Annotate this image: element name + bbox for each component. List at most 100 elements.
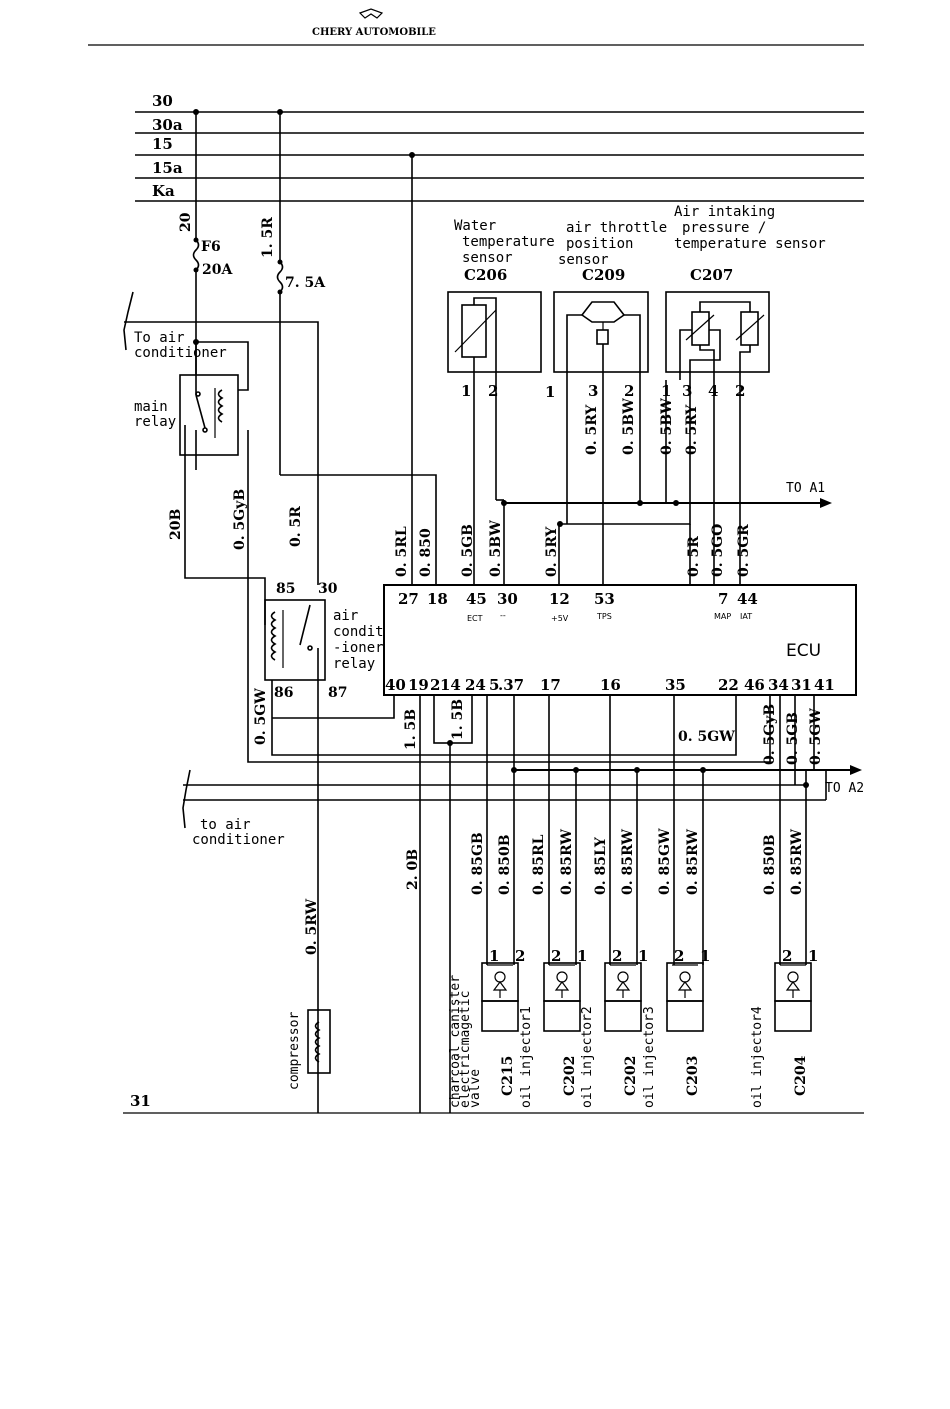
ecu-pin: 17 <box>540 676 561 694</box>
ecu-pin: 34 <box>768 676 789 694</box>
actuator-code: C203 <box>685 1056 701 1096</box>
main-relay: main relay 20B 0. 5GyB 0. 5R <box>134 341 304 625</box>
ecu-pin: 7 <box>718 590 728 608</box>
sensor-name: pressure / <box>682 220 766 236</box>
ac-relay-label: air <box>333 608 358 624</box>
wire-label: 0. 5BW <box>659 398 675 455</box>
ecu-bottom-harness: 1. 5B 1. 5B TO A2 0. 5GW 0. 5GyB 0. 5GB … <box>272 694 864 1113</box>
sensor-name: position <box>566 236 633 252</box>
to-ac-label: to air <box>200 817 251 833</box>
ecu-pin: 27 <box>398 590 419 608</box>
actuator-code: C202 <box>623 1056 639 1096</box>
wire-label: 0. 85RW <box>789 829 805 895</box>
wire-label: 0. 5GW <box>678 729 735 745</box>
power-rails: 30 30a 15 15a Ka <box>135 92 864 202</box>
ecu-pin: 2 <box>430 676 440 694</box>
sensor-c206: Water temperature sensor C206 1 2 <box>447 218 555 400</box>
fuse-label: F6 <box>201 239 221 255</box>
actuator-code: C202 <box>562 1056 578 1096</box>
wire-label: 0. 5RY <box>584 404 600 455</box>
fuse-rating: 20A <box>202 262 233 278</box>
ecu-sublabel: ECT <box>467 614 483 623</box>
injector-wire-labels: 2. 0B 0. 85GB 0. 850B 0. 85RL 0. 85RW 0.… <box>405 828 805 895</box>
ecu-pin: 31 <box>791 676 812 694</box>
pin-number: 1 <box>577 947 587 965</box>
pin-number: 1 <box>808 947 818 965</box>
fuse-branches: 20 F6 20A 1. 5R 7. 5A <box>178 112 437 585</box>
wire-label: 20B <box>168 509 184 540</box>
ecu-label: ECU <box>786 641 821 661</box>
wire-label: 0. 850B <box>497 834 513 895</box>
ecu-pin: 22 <box>718 676 739 694</box>
ecu-box: ECU 27 18 45 30 12 53 7 44 ECT -- +5V TP… <box>383 584 857 696</box>
to-ac-bottom: to air conditioner <box>182 769 827 848</box>
sensor-name: sensor <box>462 250 513 266</box>
ac-relay: 85 30 86 87 air condit -ioner relay 0. 5… <box>247 578 771 1113</box>
wire-label: 1. 5R <box>260 217 276 258</box>
ecu-sublabel: +5V <box>551 614 569 623</box>
fuse-rating: 7. 5A <box>285 275 326 291</box>
rail-label: 15 <box>152 135 173 153</box>
sensor-code: C206 <box>464 266 507 284</box>
actuator-name: valve <box>468 1069 483 1108</box>
pin-number: 1 <box>545 383 555 401</box>
pin-number: 2 <box>624 382 634 400</box>
pin-number: 2 <box>612 947 622 965</box>
wire-label: 0. 850 <box>418 528 434 577</box>
ecu-pin: .37 <box>498 676 524 694</box>
pin-number: 3 <box>682 382 692 400</box>
pin-number: 3 <box>588 382 598 400</box>
ecu-pin: 24 <box>465 676 486 694</box>
actuator-code: C204 <box>793 1055 809 1096</box>
sensor-name: sensor <box>558 252 609 268</box>
ecu-pin: 45 <box>466 590 487 608</box>
to-ac-label: conditioner <box>192 832 285 848</box>
wire-label: 0. 5BW <box>621 398 637 455</box>
sensor-harness: TO A1 0. 5RY 0. 5BW 0. 5BW 0. 5RY 0. 5GB… <box>460 380 832 585</box>
sensor-code: C207 <box>690 266 733 284</box>
main-relay-label: main <box>134 399 168 415</box>
pin-number: 1 <box>700 947 710 965</box>
ecu-pin: 41 <box>814 676 835 694</box>
ecu-pin: 35 <box>665 676 686 694</box>
wire-label: 0. 5GR <box>736 524 752 577</box>
ecu-pin: 18 <box>427 590 448 608</box>
ecu-pin: 46 <box>744 676 765 694</box>
ecu-pin: 53 <box>594 590 615 608</box>
wire-label: 0. 5R <box>686 536 702 577</box>
ecu-sublabel: -- <box>500 611 506 620</box>
wire-label: 0. 5GyB <box>232 489 248 550</box>
sensor-c207: Air intaking pressure / temperature sens… <box>661 204 826 400</box>
compressor: 0. 5RW compressor <box>287 898 331 1090</box>
wire-label: 0. 5RY <box>544 526 560 577</box>
wire-label: 0. 5GB <box>785 712 801 765</box>
sensor-name: temperature <box>462 234 555 250</box>
wire-label: 0. 5GO <box>710 524 726 577</box>
ecu-sublabel: TPS <box>596 612 612 621</box>
to-ac-label: conditioner <box>134 345 227 361</box>
pin-number: 1 <box>461 382 471 400</box>
pin-number: 2 <box>488 382 498 400</box>
pin-number: 2 <box>551 947 561 965</box>
ecu-pin: 16 <box>600 676 621 694</box>
wire-label: 1. 5B <box>403 709 419 750</box>
sensor-name: temperature sensor <box>674 236 826 252</box>
actuator-name: oil injector3 <box>642 1006 657 1108</box>
wire-label: 0. 5RY <box>684 404 700 455</box>
rail-label: 30 <box>152 92 173 110</box>
ecu-pin: 30 <box>497 590 518 608</box>
pin-number: 2 <box>782 947 792 965</box>
ac-relay-label: condit <box>333 624 384 640</box>
ecu-pin: 44 <box>737 590 758 608</box>
wire-label: 0. 85RL <box>531 834 547 895</box>
brand-name: CHERY AUTOMOBILE <box>312 27 436 38</box>
chery-logo-icon <box>358 8 384 19</box>
wire-label: 0. 5R <box>288 506 304 547</box>
relay-pin: 86 <box>274 685 293 701</box>
pin-number: 1 <box>638 947 648 965</box>
wire-label: 0. 5GyB <box>762 704 778 765</box>
